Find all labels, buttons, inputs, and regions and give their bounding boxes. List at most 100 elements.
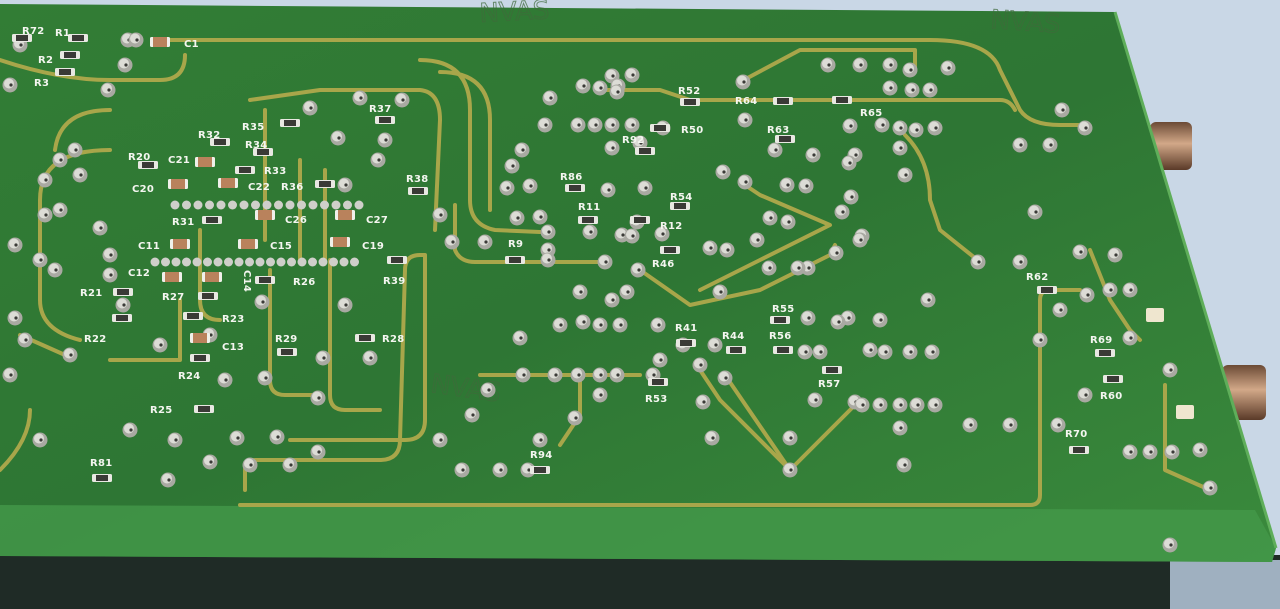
smd-capacitor (162, 272, 182, 282)
smd-resistor (253, 148, 273, 156)
silkscreen-label: R62 (1026, 272, 1049, 283)
pcb-board (0, 4, 1276, 562)
smd-resistor (1095, 349, 1115, 357)
solder-pad (812, 344, 828, 360)
silkscreen-label: R12 (660, 221, 683, 232)
solder-pad (767, 142, 783, 158)
ic-pin-pad (297, 257, 307, 267)
solder-pad (624, 67, 640, 83)
solder-pad (592, 317, 608, 333)
smd-resistor (775, 135, 795, 143)
solder-pad (852, 232, 868, 248)
ic-pin-pad (192, 257, 202, 267)
smd-resistor (726, 346, 746, 354)
ic-pin-pad (318, 257, 328, 267)
solder-pad (624, 228, 640, 244)
smd-resistor (202, 216, 222, 224)
silkscreen-label: C20 (132, 184, 154, 195)
solder-pad (798, 178, 814, 194)
solder-pad (1162, 362, 1178, 378)
solder-pad (924, 344, 940, 360)
ic-pin-pad (182, 257, 191, 267)
solder-pad (102, 247, 118, 263)
solder-pad (882, 80, 898, 96)
solder-pad (394, 92, 410, 108)
silkscreen-label: C21 (168, 155, 190, 166)
smd-resistor (676, 339, 696, 347)
silkscreen-label: R25 (150, 405, 173, 416)
smd-resistor (680, 98, 700, 106)
silkscreen-label: R27 (162, 292, 185, 303)
solder-pad (257, 370, 273, 386)
solder-pad (537, 117, 553, 133)
solder-pad (315, 350, 331, 366)
solder-pad (1122, 282, 1138, 298)
smd-resistor (832, 96, 852, 104)
solder-pad (962, 417, 978, 433)
silkscreen-label: R92 (622, 135, 645, 146)
solder-pad (970, 254, 986, 270)
solder-pad (717, 370, 733, 386)
smd-components (12, 34, 1194, 482)
solder-pad (532, 209, 548, 225)
copper-trace (903, 133, 982, 264)
solder-pad (892, 420, 908, 436)
solder-pad (797, 344, 813, 360)
silkscreen-label: R22 (84, 334, 107, 345)
solder-pad (128, 32, 144, 48)
solder-pad (310, 390, 326, 406)
smd-resistor (1103, 375, 1123, 383)
solder-pad (540, 252, 556, 268)
ic-pin-pad (329, 257, 338, 267)
solder-pad (229, 430, 245, 446)
silkscreen-label: R29 (275, 334, 298, 345)
solder-pad (897, 167, 913, 183)
solder-pad (167, 432, 183, 448)
solder-pad (737, 174, 753, 190)
ic-pin-pad (245, 257, 254, 267)
smd-capacitor (202, 272, 222, 282)
solder-pad (807, 392, 823, 408)
solder-pad (570, 367, 586, 383)
solder-pad (587, 117, 603, 133)
smd-capacitor (168, 179, 188, 189)
solder-pad (902, 344, 918, 360)
smd-capacitor (195, 157, 215, 167)
smd-resistor (55, 68, 75, 76)
solder-pad (692, 357, 708, 373)
solder-pad (715, 164, 731, 180)
solder-pad (630, 262, 646, 278)
solder-pad (782, 462, 798, 478)
ic-pin-pad (171, 257, 181, 267)
ic-pin-pad (216, 200, 226, 210)
ic-pin-pad (339, 257, 349, 267)
silkscreen-label: C11 (138, 241, 160, 252)
solder-pad (1107, 247, 1123, 263)
copper-trace (438, 70, 492, 212)
solder-pad (32, 432, 48, 448)
smd-resistor (190, 354, 210, 362)
solder-pad (828, 245, 844, 261)
solder-pad (842, 118, 858, 134)
solder-pad (652, 352, 668, 368)
silkscreen-label: R31 (172, 217, 195, 228)
silkscreen-label: R35 (242, 122, 265, 133)
solder-pads (2, 32, 1218, 553)
solder-pad (872, 312, 888, 328)
solder-pad (37, 172, 53, 188)
ic-pin-pad (203, 257, 212, 267)
solder-pad (1202, 480, 1218, 496)
silkscreen-label: R56 (769, 331, 792, 342)
solder-pad (896, 457, 912, 473)
solder-pad (920, 292, 936, 308)
solder-pad (52, 152, 68, 168)
copper-trace (198, 228, 222, 322)
solder-pad (922, 82, 938, 98)
solder-pad (1012, 137, 1028, 153)
smd-pad (1146, 308, 1164, 322)
pcb-board-edge (0, 505, 1276, 562)
smd-capacitor (170, 239, 190, 249)
solder-pad (695, 394, 711, 410)
solder-pad (1122, 444, 1138, 460)
ic-pin-pad (331, 200, 341, 210)
